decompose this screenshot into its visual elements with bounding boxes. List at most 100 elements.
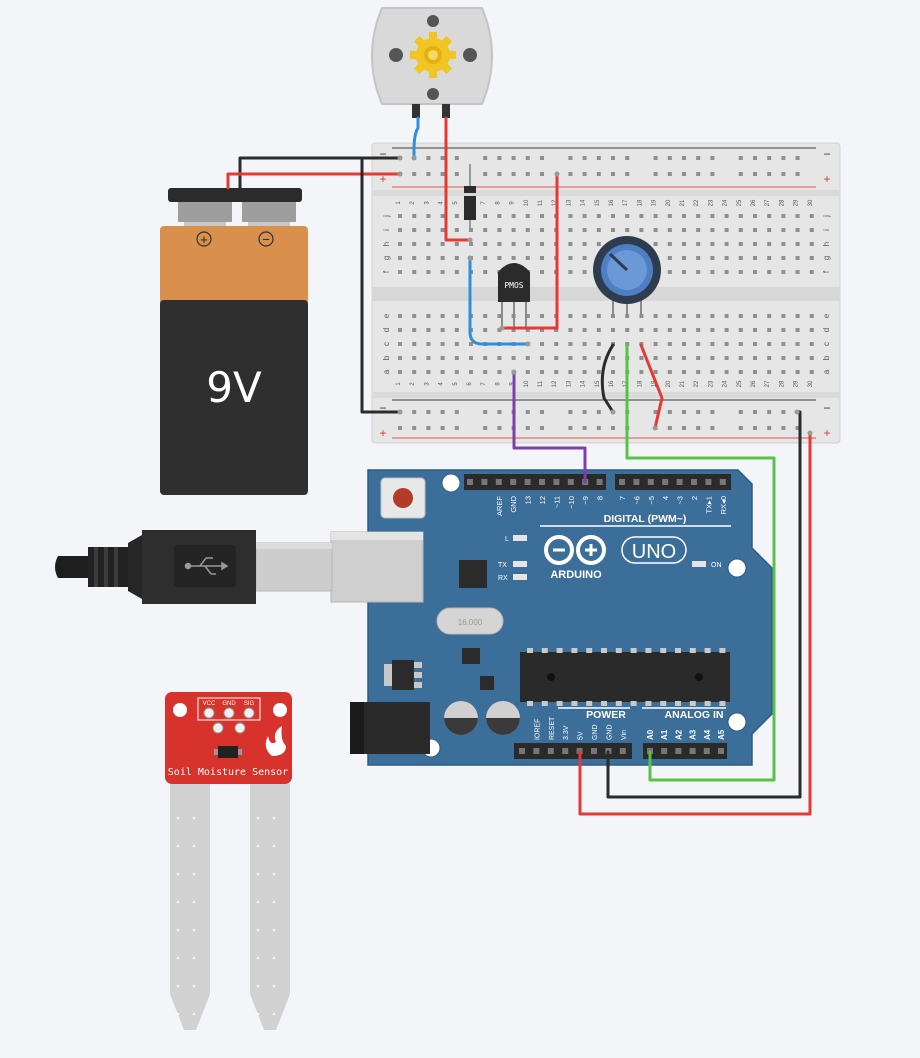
wire-black-pot[interactable] — [600, 343, 615, 414]
breadboard-column-label: 11 — [538, 380, 544, 387]
breadboard-row-label: b — [822, 355, 831, 360]
usb-cable[interactable] — [55, 530, 333, 604]
led-l-label: L — [505, 536, 509, 543]
wire-black-ground-rail[interactable] — [360, 156, 402, 414]
digital-pin-label: 12 — [538, 496, 547, 504]
breadboard-column-label: 21 — [680, 199, 686, 206]
rail-plus-label: + — [379, 172, 386, 186]
analog-pin-label: A5 — [717, 729, 726, 740]
power-pin-label: RESET — [549, 716, 556, 740]
breadboard-column-label: 18 — [637, 199, 643, 206]
breadboard-row-label: b — [382, 355, 391, 360]
analog-pin-label: A0 — [646, 729, 655, 740]
breadboard-column-label: 29 — [794, 380, 800, 387]
pmos-transistor[interactable]: PMOS — [498, 263, 530, 328]
wire-blue-transistor[interactable] — [468, 256, 530, 346]
digital-pin-label: 13 — [524, 496, 533, 504]
breadboard-column-label: 27 — [765, 199, 771, 206]
transistor-label: PMOS — [504, 281, 523, 290]
breadboard-column-label: 8 — [495, 382, 501, 386]
digital-pin-label: GND — [509, 495, 518, 512]
rail-plus-label: + — [379, 426, 386, 440]
breadboard-row-label: a — [382, 369, 391, 374]
breadboard-column-label: 15 — [595, 199, 601, 206]
wire-red-pot[interactable] — [639, 343, 664, 430]
breadboard-column-label: 26 — [751, 380, 757, 387]
breadboard-column-label: 21 — [680, 380, 686, 387]
breadboard-column-label: 24 — [723, 199, 729, 206]
breadboard-column-label: 1 — [396, 201, 402, 205]
breadboard-column-label: 23 — [708, 380, 714, 387]
breadboard-column-label: 17 — [623, 199, 629, 206]
potentiometer-knob-icon — [601, 244, 653, 296]
breadboard-row-label: f — [822, 270, 831, 273]
breadboard-column-label: 7 — [481, 382, 487, 386]
wire-black-battery[interactable] — [238, 156, 402, 190]
gear-icon — [410, 32, 456, 78]
digital-pin-label: ~9 — [581, 496, 590, 505]
breadboard-column-label: 30 — [808, 380, 814, 387]
rail-minus-label: − — [379, 147, 386, 161]
dc-motor[interactable] — [371, 7, 493, 118]
digital-pin-label: 2 — [690, 496, 699, 500]
wire-green-a0[interactable] — [625, 343, 776, 782]
battery-9v[interactable]: + − 9V — [160, 188, 308, 495]
breadboard-column-label: 29 — [794, 199, 800, 206]
breadboard-column-label: 9 — [510, 201, 516, 205]
breadboard-column-label: 12 — [552, 380, 558, 387]
breadboard-column-label: 16 — [609, 380, 615, 387]
breadboard-column-label: 30 — [808, 199, 814, 206]
wire-blue-motor[interactable] — [412, 116, 420, 160]
potentiometer[interactable] — [593, 236, 661, 316]
breadboard-column-label: 25 — [737, 380, 743, 387]
breadboard-row-label: g — [822, 256, 831, 260]
rail-minus-label: − — [823, 147, 830, 161]
diode[interactable] — [464, 164, 476, 228]
breadboard-column-label: 20 — [666, 199, 672, 206]
wire-red-motor[interactable] — [444, 116, 472, 242]
breadboard-column-label: 12 — [552, 199, 558, 206]
analog-pin-label: A4 — [703, 729, 712, 740]
sensor-pin-gnd-label: GND — [222, 701, 236, 707]
power-pin-label: GND — [606, 724, 613, 740]
digital-pin-label: 7 — [618, 496, 627, 500]
wire-red-battery[interactable] — [226, 172, 402, 190]
arduino-infinity-logo-icon — [544, 535, 606, 565]
analog-pin-label: A2 — [674, 729, 683, 740]
breadboard-row-label: g — [382, 256, 391, 260]
breadboard-column-label: 20 — [666, 380, 672, 387]
breadboard-row-label: h — [382, 242, 391, 246]
sensor-pin-vcc-label: VCC — [203, 701, 216, 707]
power-pin-label: Vin — [621, 730, 628, 740]
breadboard-column-label: 11 — [538, 199, 544, 206]
digital-pin-label: ~11 — [552, 496, 561, 508]
wire-red-5v[interactable] — [578, 431, 812, 816]
digital-pin-label: ~3 — [676, 496, 685, 505]
soil-moisture-sensor[interactable]: VCC GND SIG Soil Moisture Sensor — [165, 692, 292, 1030]
breadboard-column-label: 13 — [566, 199, 572, 206]
analog-header-label: ANALOG IN — [665, 709, 724, 721]
breadboard-row-label: i — [382, 229, 391, 231]
breadboard-column-label: 15 — [595, 380, 601, 387]
breadboard-column-label: 16 — [609, 199, 615, 206]
breadboard-column-label: 19 — [652, 380, 658, 387]
breadboard-column-label: 1 — [396, 382, 402, 386]
led-tx-label: TX — [498, 562, 507, 569]
breadboard-column-label: 6 — [467, 382, 473, 386]
arduino-logo-text: ARDUINO — [550, 569, 602, 581]
breadboard-column-label: 25 — [737, 199, 743, 206]
breadboard-row-label: c — [382, 342, 391, 346]
breadboard-column-label: 24 — [723, 380, 729, 387]
wire-red-transistor[interactable] — [500, 172, 559, 330]
breadboard-column-label: 22 — [694, 199, 700, 206]
breadboard-column-label: 3 — [424, 382, 430, 386]
breadboard-column-label: 3 — [424, 201, 430, 205]
arduino-model-label: UNO — [632, 541, 676, 563]
digital-pin-label: ~6 — [632, 496, 641, 505]
breadboard-column-label: 26 — [751, 199, 757, 206]
breadboard-row-label: d — [382, 328, 391, 332]
wire-purple-pin9[interactable] — [512, 370, 587, 484]
breadboard-column-label: 18 — [637, 380, 643, 387]
